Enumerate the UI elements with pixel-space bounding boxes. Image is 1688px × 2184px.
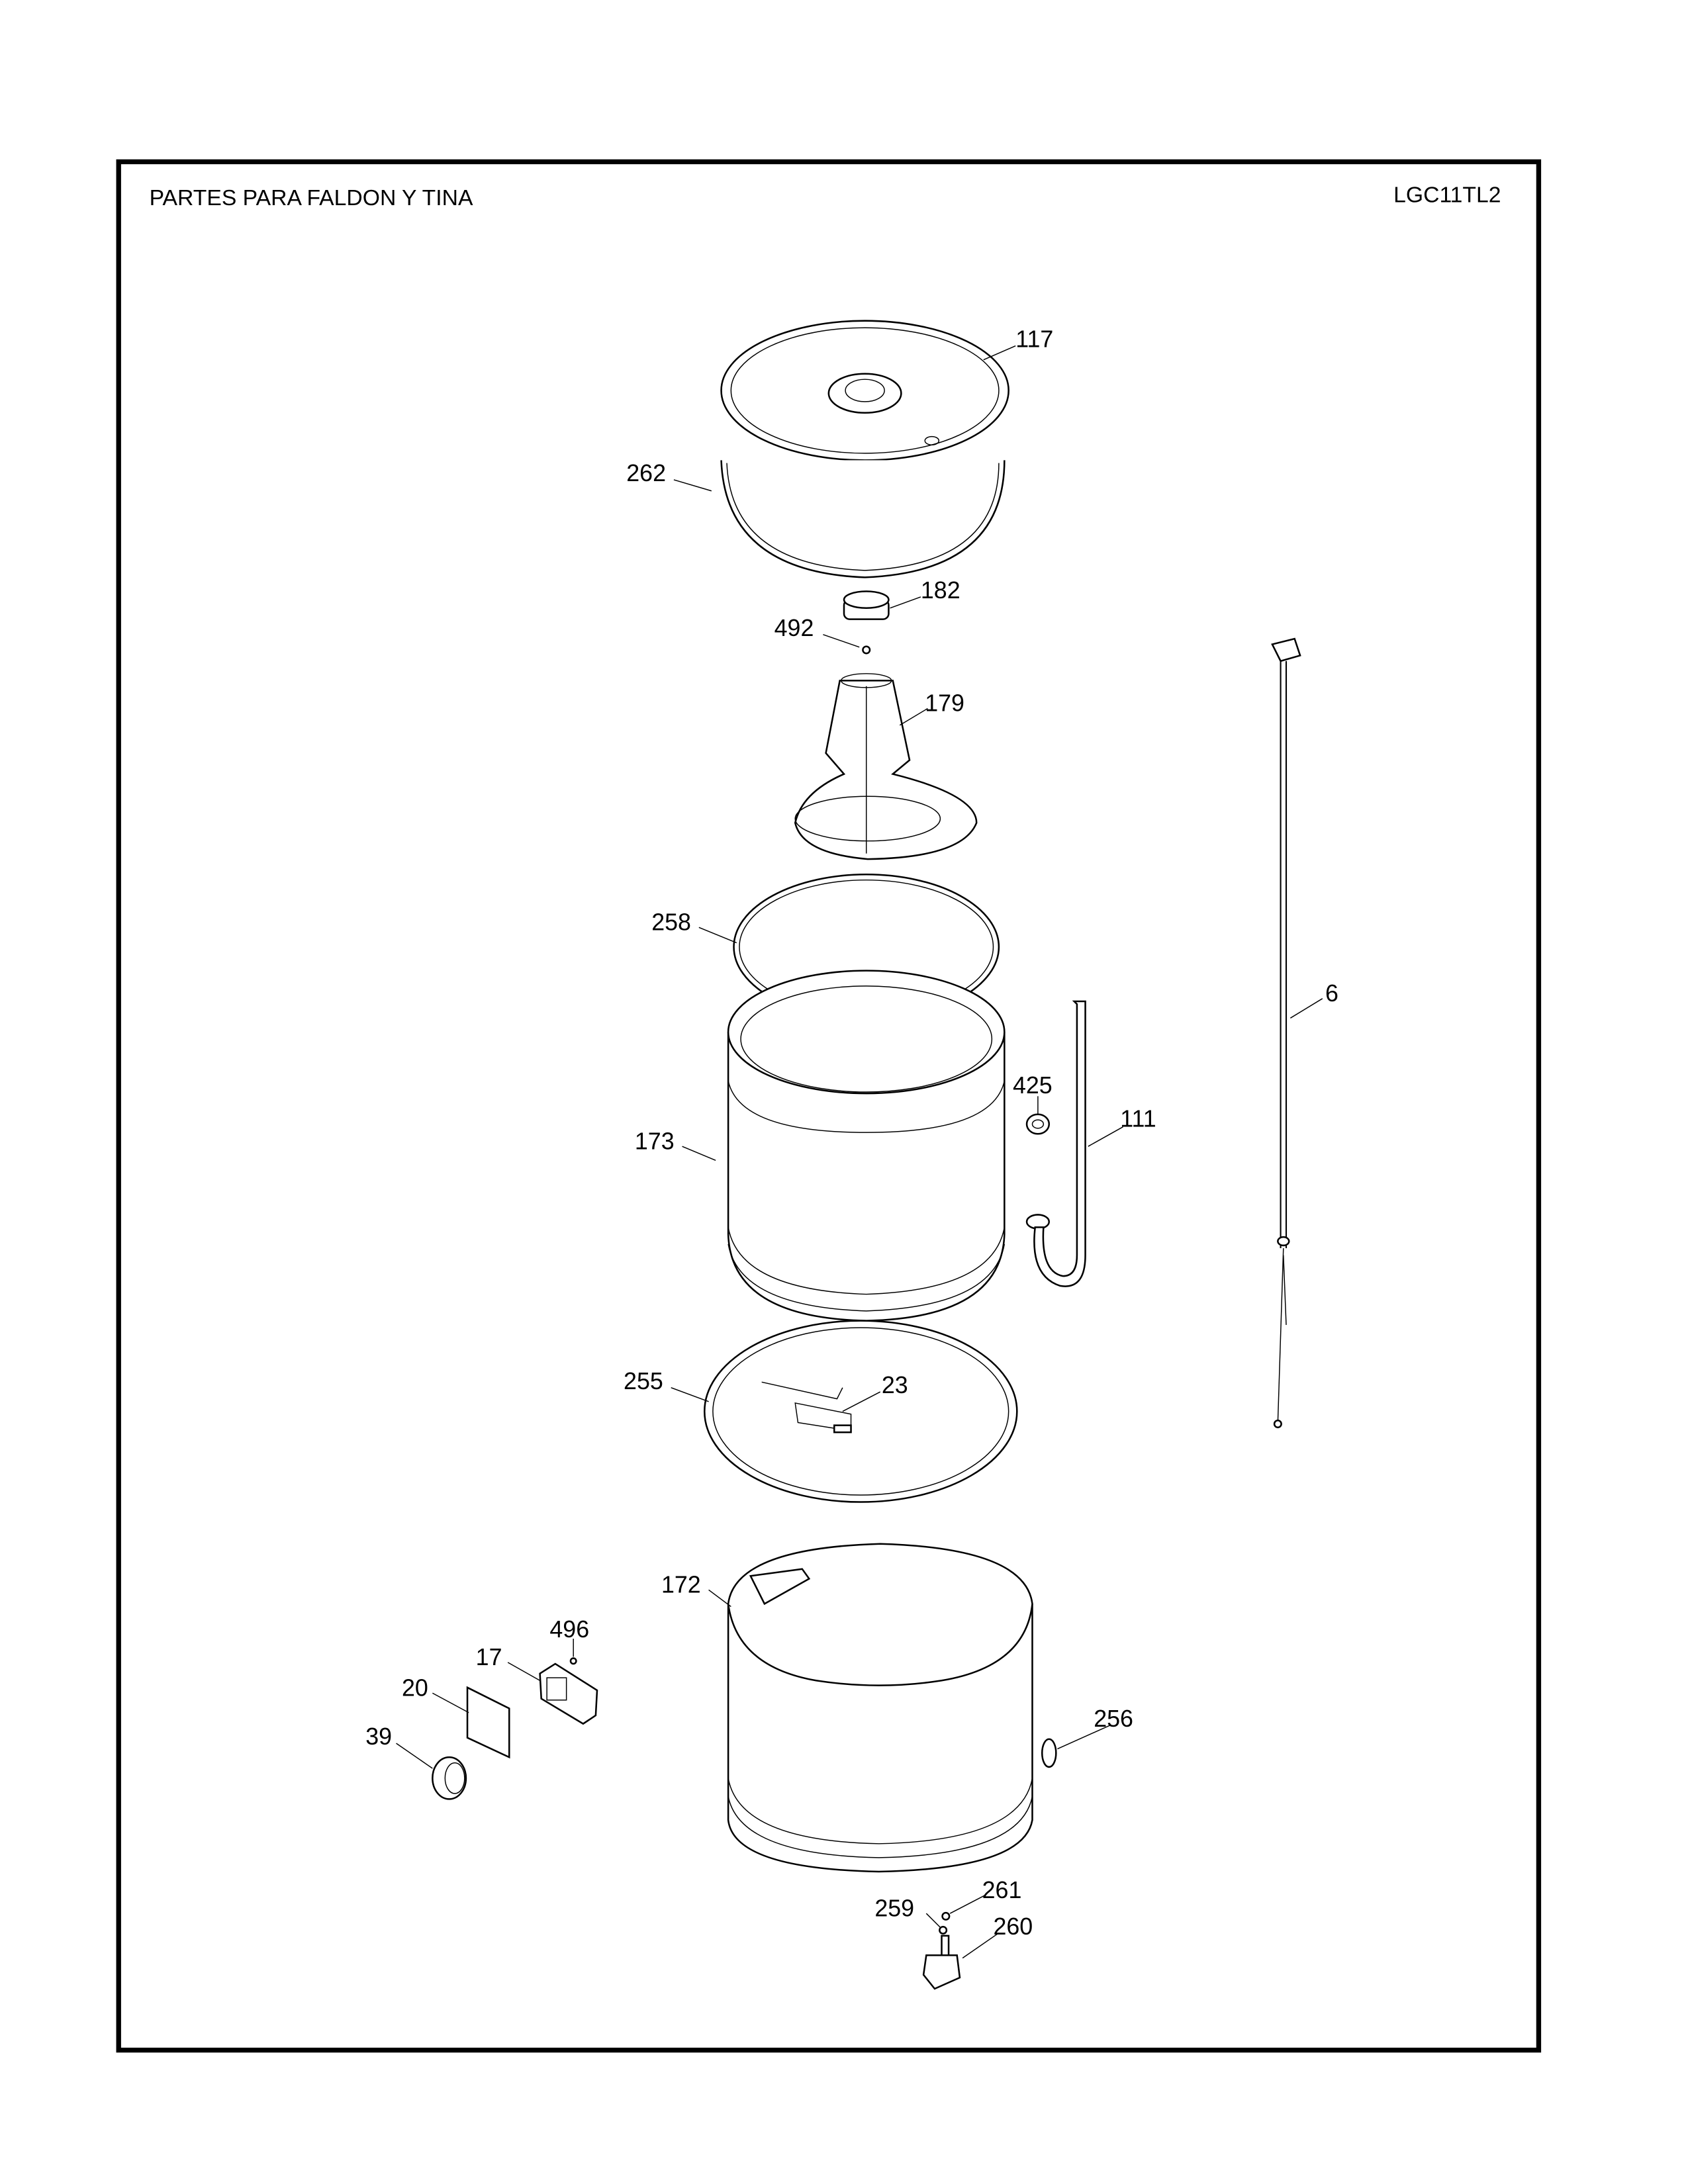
callout-6: 6 bbox=[1325, 980, 1338, 1007]
callout-256: 256 bbox=[1094, 1706, 1133, 1732]
callout-20: 20 bbox=[402, 1674, 428, 1701]
diagram-frame bbox=[116, 159, 1542, 2053]
part-23-harness bbox=[761, 1381, 852, 1433]
part-255-tub-bottom bbox=[704, 1320, 1018, 1503]
callout-39: 39 bbox=[365, 1723, 392, 1750]
model-number: LGC11TL2 bbox=[1393, 183, 1501, 208]
part-262-gasket bbox=[720, 460, 1006, 578]
part-492-screw bbox=[862, 645, 871, 655]
callout-117: 117 bbox=[1015, 326, 1053, 353]
part-256-seal bbox=[1041, 1738, 1057, 1768]
part-17-switch bbox=[539, 1662, 598, 1725]
part-260-drain-valve bbox=[922, 1934, 961, 1990]
part-182-cap bbox=[843, 590, 890, 620]
callout-111: 111 bbox=[1120, 1106, 1156, 1132]
callout-259: 259 bbox=[874, 1895, 914, 1921]
part-172-outer-tub bbox=[727, 1543, 1033, 1873]
callout-496: 496 bbox=[549, 1616, 589, 1643]
callout-262: 262 bbox=[626, 460, 666, 486]
callout-255: 255 bbox=[624, 1368, 663, 1394]
diagram-title: PARTES PARA FALDON Y TINA bbox=[150, 185, 473, 210]
part-117-tub-cover bbox=[720, 320, 1009, 461]
leader-lines bbox=[396, 345, 1323, 1959]
callout-23: 23 bbox=[882, 1372, 908, 1398]
part-425-grommet bbox=[1025, 1113, 1051, 1135]
callout-173: 173 bbox=[635, 1128, 675, 1154]
callout-17: 17 bbox=[476, 1644, 502, 1670]
callout-258: 258 bbox=[651, 909, 691, 936]
part-496-screw bbox=[569, 1657, 577, 1665]
part-173-inner-tub bbox=[727, 970, 1006, 1322]
part-261-washer bbox=[941, 1911, 951, 1921]
callout-261: 261 bbox=[982, 1877, 1022, 1903]
callout-172: 172 bbox=[661, 1572, 701, 1598]
part-6-suspension-rod bbox=[1271, 637, 1301, 1429]
callout-179: 179 bbox=[925, 690, 964, 717]
part-111-hose bbox=[1033, 1000, 1086, 1287]
part-259-oring bbox=[939, 1925, 948, 1935]
part-39-knob bbox=[432, 1756, 467, 1800]
callout-260: 260 bbox=[993, 1913, 1033, 1940]
part-20-plate bbox=[466, 1686, 510, 1759]
callout-425: 425 bbox=[1013, 1072, 1053, 1099]
callout-182: 182 bbox=[921, 577, 961, 604]
callout-492: 492 bbox=[774, 615, 814, 641]
part-179-agitator bbox=[794, 673, 978, 860]
